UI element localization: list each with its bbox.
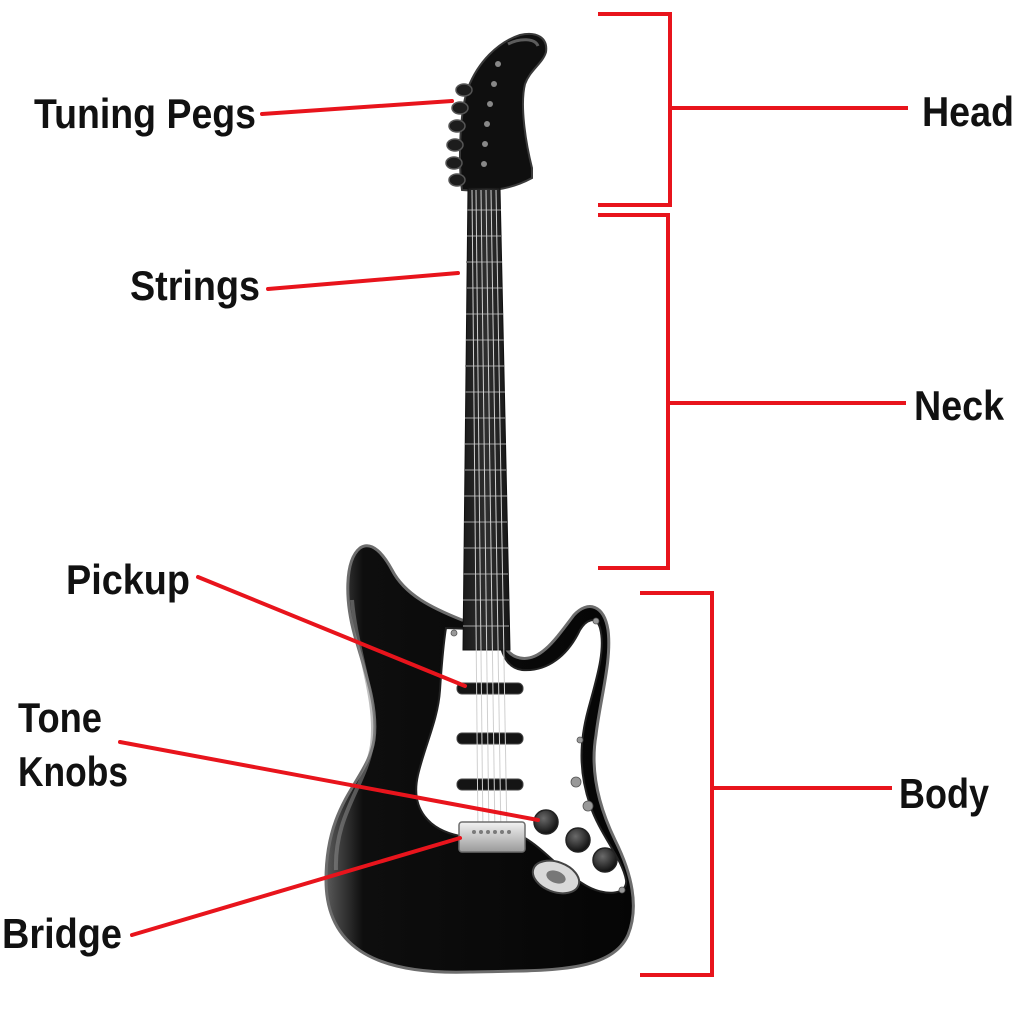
body-bracket (640, 591, 714, 977)
tuning-pegs (445, 83, 473, 187)
strings (471, 189, 508, 839)
pickup-label: Pickup (66, 556, 190, 603)
strings-pointer (266, 271, 460, 291)
pickguard-screws (450, 617, 626, 894)
pickup-pointer (196, 575, 467, 688)
part-callout-lines (118, 99, 540, 937)
tone-knobs-label-line1: Tone (18, 694, 102, 741)
bridge-pointer (130, 836, 462, 937)
guitar-head (459, 33, 548, 192)
tone-knobs-label-line2: Knobs (18, 748, 128, 795)
tone-knobs-pointer (118, 740, 540, 822)
guitar-illustration (324, 33, 635, 974)
output-jack (531, 859, 581, 895)
tuning-pegs-pointer (260, 99, 454, 116)
tuning-pegs-label: Tuning Pegs (34, 90, 256, 137)
part-labels: Tuning Pegs Strings Pickup Tone Knobs Br… (2, 90, 260, 957)
tuning-post-dots (481, 61, 501, 167)
head-label: Head (922, 88, 1014, 135)
neck-bracket (598, 213, 670, 570)
strings-label: Strings (130, 262, 260, 309)
section-labels: Head Neck Body (899, 88, 1014, 817)
bridge (458, 821, 526, 853)
neck-label: Neck (914, 382, 1005, 429)
body-label: Body (899, 770, 990, 817)
bridge-label: Bridge (2, 910, 122, 957)
tone-knobs (533, 809, 618, 873)
pickups (456, 682, 524, 791)
section-brackets (598, 12, 908, 977)
head-bracket (598, 12, 672, 207)
